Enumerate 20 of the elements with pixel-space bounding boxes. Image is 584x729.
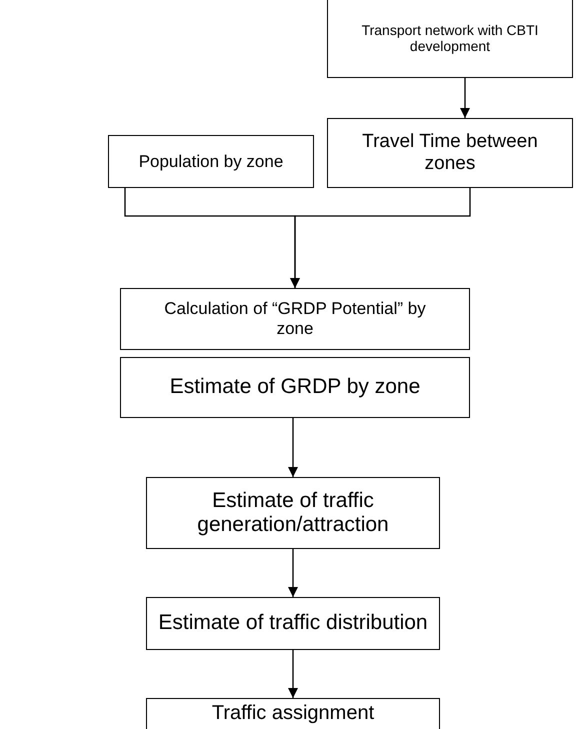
box-label: Estimate of traffic generation/attraction — [196, 488, 390, 538]
box-label: Calculation of “GRDP Potential” by zone — [163, 299, 427, 339]
process-box — [120, 357, 470, 418]
arrow — [288, 418, 298, 477]
process-box — [146, 597, 440, 650]
process-box — [146, 477, 440, 549]
box-label: Population by zone — [138, 152, 284, 172]
process-box — [327, 0, 573, 78]
arrow — [460, 78, 470, 118]
box-label: Estimate of GRDP by zone — [170, 375, 420, 400]
process-box — [120, 288, 470, 350]
box-label: Traffic assignment — [212, 702, 374, 725]
arrow — [288, 650, 298, 698]
arrow — [290, 188, 471, 288]
box-label: Travel Time between zones — [361, 131, 539, 175]
box-label: Transport network with CBTI development — [360, 22, 540, 54]
arrow — [288, 549, 298, 597]
process-box — [327, 118, 573, 188]
box-label: Estimate of traffic distribution — [158, 611, 428, 636]
process-box — [108, 135, 314, 188]
